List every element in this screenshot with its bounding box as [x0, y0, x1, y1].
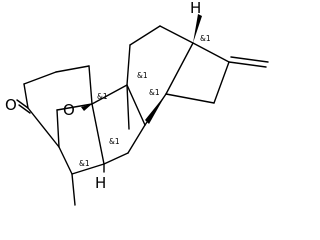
bond — [88, 65, 93, 105]
atom-labels: O O H H — [5, 0, 201, 192]
bond — [71, 173, 76, 206]
wedge-bond — [193, 14, 202, 43]
stereo-label-c13: &1 — [200, 34, 211, 43]
ring-oxygen-label: O — [63, 101, 75, 119]
bond — [129, 25, 161, 46]
bond — [18, 104, 31, 114]
bond — [228, 61, 267, 68]
bond — [165, 93, 215, 104]
bond — [230, 56, 269, 63]
bond — [27, 107, 60, 148]
bond — [23, 71, 57, 85]
bond — [16, 99, 29, 109]
wedge-bond — [145, 94, 166, 124]
bond-lines — [16, 25, 269, 206]
carbonyl-oxygen-label: O — [5, 96, 17, 114]
stereo-label-c4: &1 — [79, 159, 90, 168]
bond — [58, 146, 73, 175]
bond — [127, 124, 146, 154]
stereo-label-c9: &1 — [137, 71, 148, 80]
wedge-bonds — [81, 14, 202, 124]
hydrogen-label-top: H — [190, 0, 201, 17]
bond — [213, 61, 230, 104]
bond — [103, 152, 129, 165]
structure-diagram: O O H H &1 &1 &1 &1 &1 &1 — [5, 0, 269, 206]
bond — [91, 103, 105, 165]
bond — [56, 103, 93, 111]
stereo-label-c8: &1 — [149, 88, 160, 97]
bond — [56, 109, 60, 148]
bond — [91, 84, 128, 105]
wedge-bond — [81, 104, 92, 111]
hydrogen-label-bottom: H — [95, 174, 106, 192]
stereo-label-c5: &1 — [109, 137, 120, 146]
bond — [55, 65, 90, 73]
bond — [159, 25, 194, 44]
stereo-labels: &1 &1 &1 &1 &1 &1 — [79, 34, 211, 168]
molecule-drawing: O O H H &1 &1 &1 &1 &1 &1 — [5, 0, 269, 206]
bond — [126, 44, 131, 86]
bond — [126, 84, 130, 130]
bond — [23, 83, 29, 109]
stereo-label-c10: &1 — [97, 92, 108, 101]
bond — [192, 42, 230, 63]
bond — [165, 42, 194, 95]
bond — [126, 84, 146, 126]
bond — [71, 163, 105, 175]
